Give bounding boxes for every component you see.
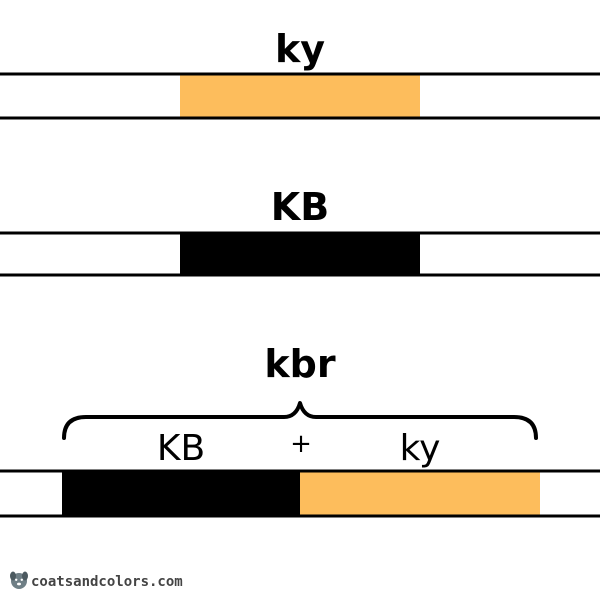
allele-row-KB: KB (0, 185, 600, 277)
allele-row-kbr: kbr KB + ky (0, 342, 600, 518)
segment-label-ky: ky (400, 428, 441, 469)
allele-label-KB: KB (271, 185, 329, 229)
KB-segment (62, 471, 300, 516)
allele-label-ky: ky (275, 27, 325, 71)
KB-segment (180, 233, 420, 275)
watermark: coatsandcolors.com (10, 571, 183, 590)
ky-segment (180, 75, 420, 118)
segment-label-KB: KB (157, 428, 205, 469)
curly-brace (62, 401, 538, 440)
allele-label-kbr: kbr (264, 342, 335, 386)
ky-segment (300, 471, 540, 516)
allele-row-ky: ky (0, 27, 600, 120)
watermark-text: coatsandcolors.com (31, 574, 183, 590)
plus-sign: + (290, 429, 312, 459)
dog-face-icon (10, 571, 28, 589)
